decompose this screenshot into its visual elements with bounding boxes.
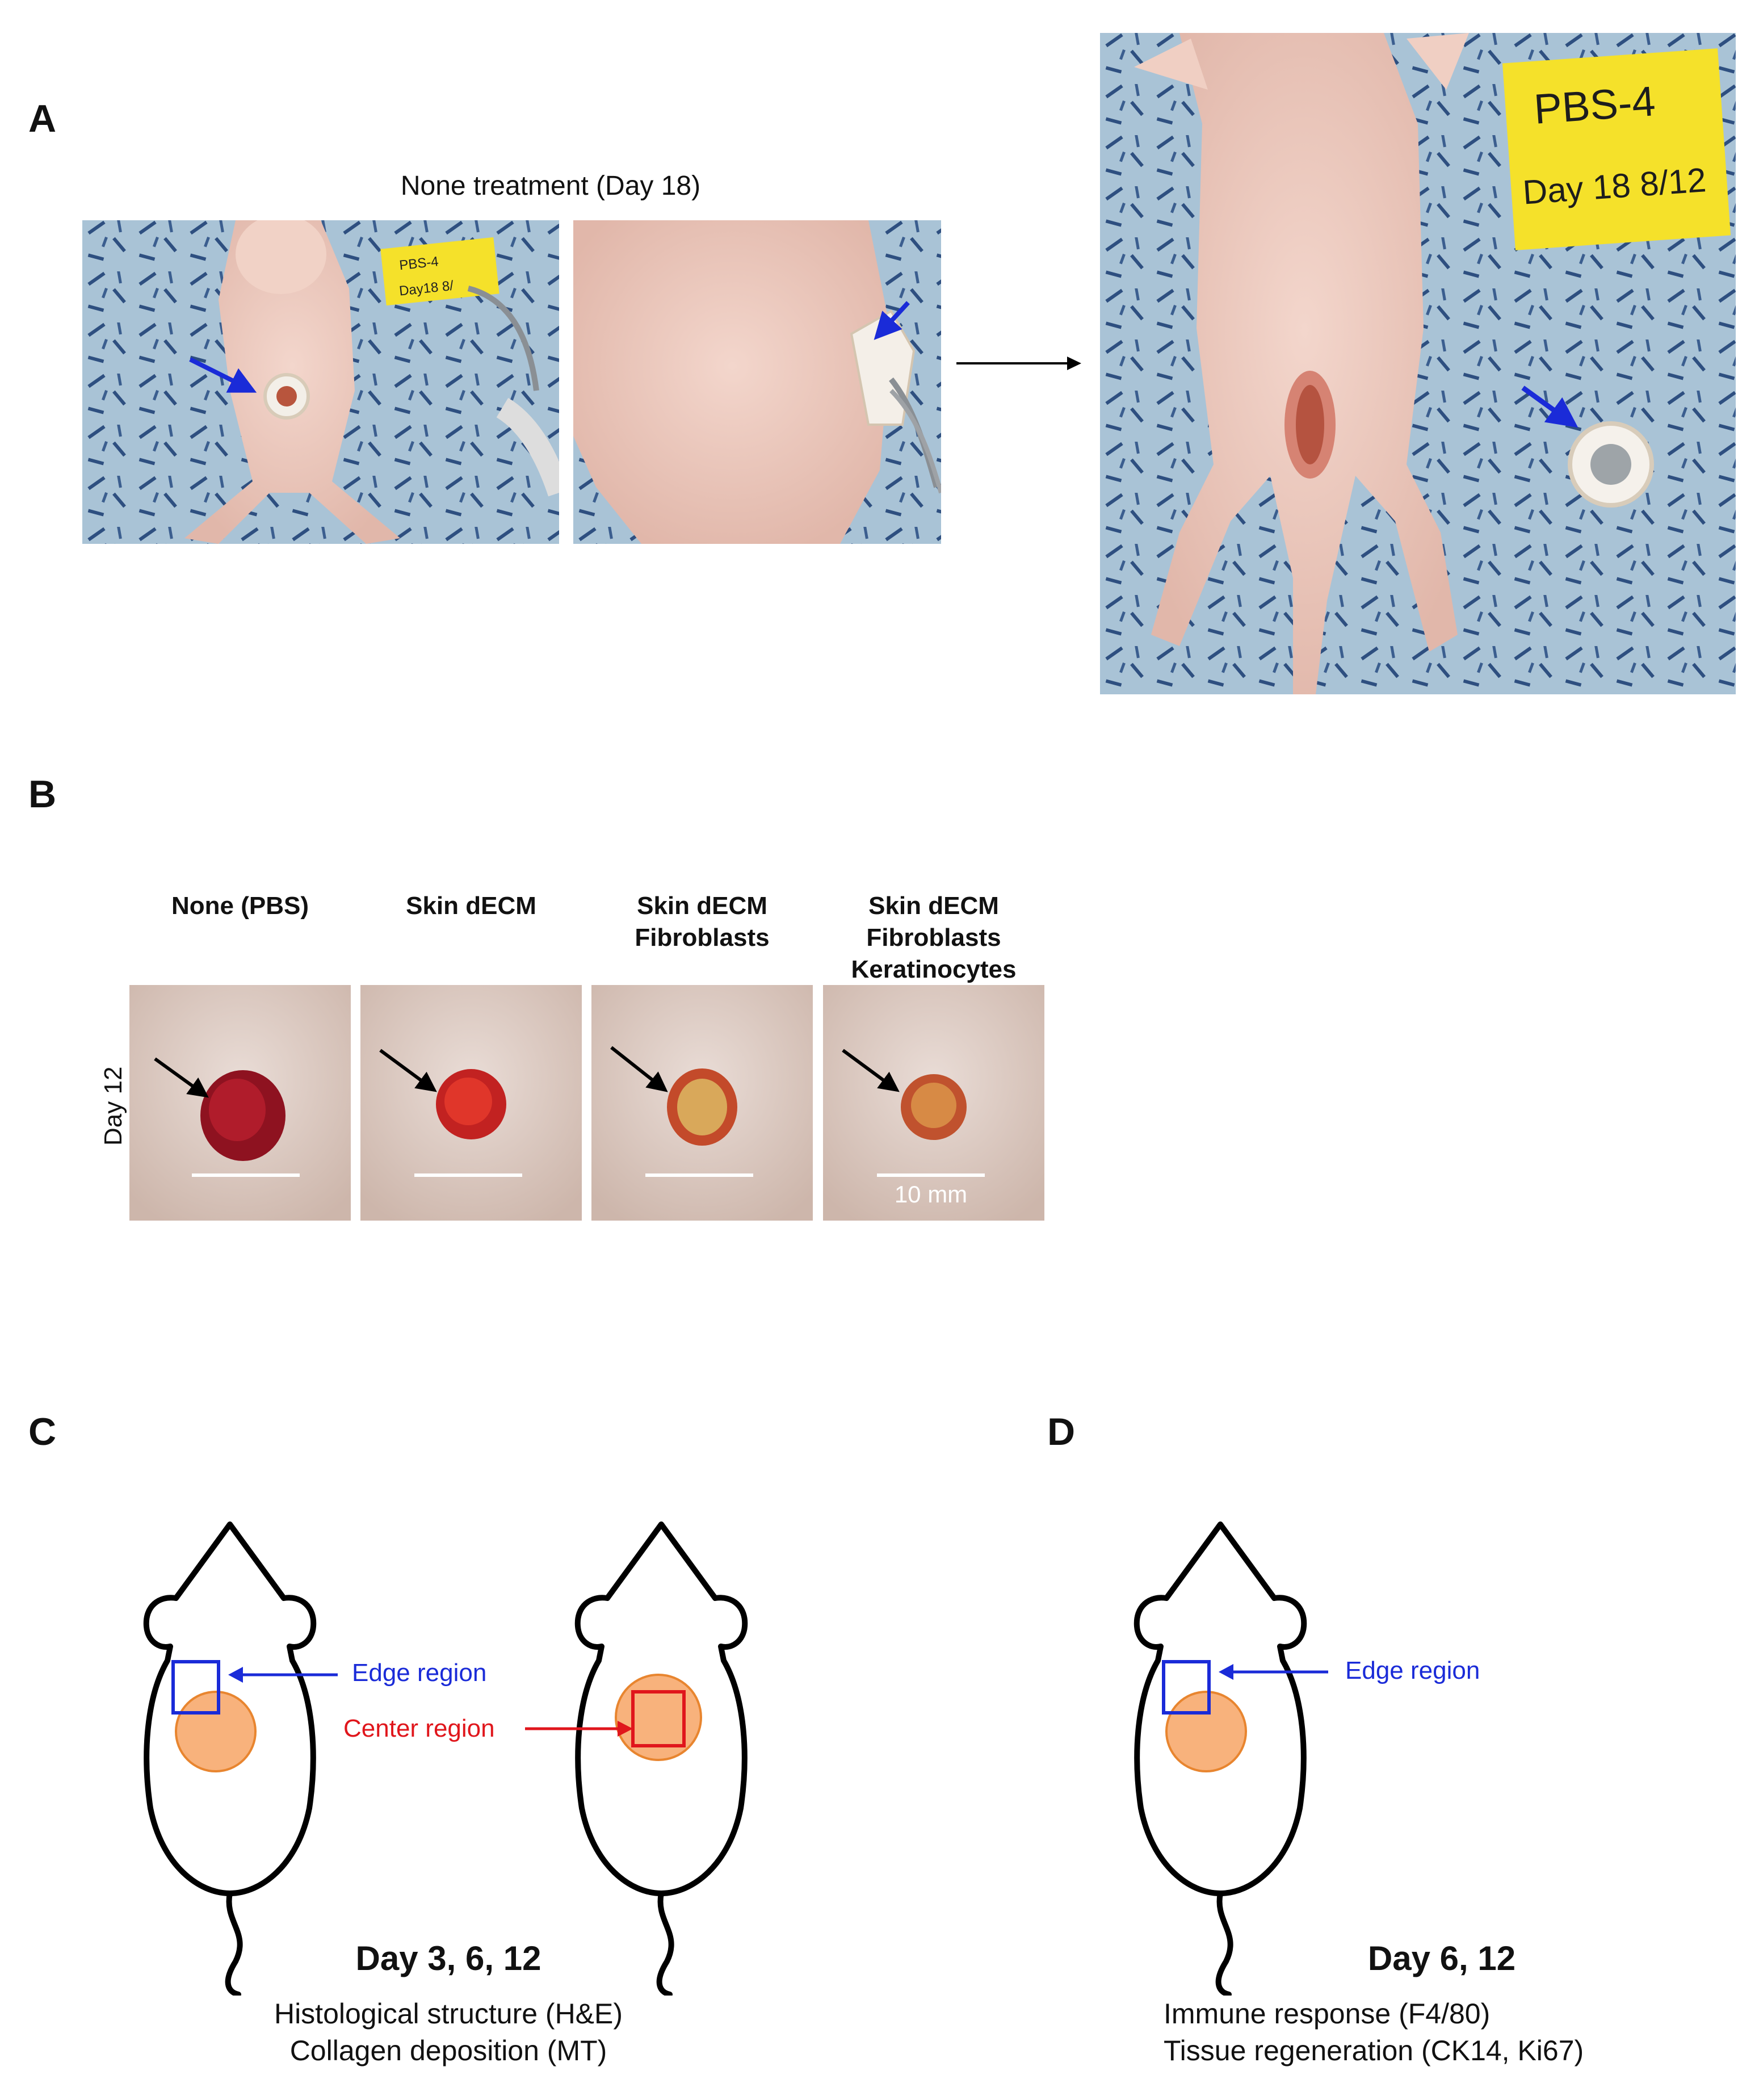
wound-circle	[175, 1691, 257, 1772]
edge-region-box	[1162, 1660, 1211, 1715]
blue-arrow	[874, 301, 910, 340]
edge-arrow-c	[228, 1667, 338, 1683]
panel-letter-a: A	[28, 97, 57, 140]
black-arrow	[610, 1046, 668, 1092]
wound-photo-decm-fibro-kerat: 10 mm	[823, 985, 1044, 1221]
column-header-4: Skin dECM Fibroblasts Keratinocytes	[823, 890, 1044, 986]
panel-letter-b: B	[28, 773, 57, 816]
col1-line3: None (PBS)	[171, 892, 309, 920]
panel-d-desc-2: Tissue regeneration (CK14, Ki67)	[1164, 2035, 1584, 2067]
wound-photo-decm-fibroblasts	[591, 985, 813, 1221]
center-region-label: Center region	[343, 1715, 495, 1742]
col3-line2: Skin dECM	[637, 892, 767, 920]
scale-bar-label: 10 mm	[894, 1181, 968, 1208]
panel-c-desc-2: Collagen deposition (MT)	[289, 2035, 607, 2067]
edge-arrow-d	[1219, 1664, 1328, 1680]
edge-region-label-c: Edge region	[352, 1659, 487, 1687]
panel-d-day-title: Day 6, 12	[1367, 1939, 1516, 1977]
tag-text-3: PBS-4	[1533, 77, 1657, 133]
panel-c-day-title: Day 3, 6, 12	[355, 1939, 541, 1977]
edge-region-box	[171, 1660, 220, 1715]
col4-line2: Fibroblasts	[866, 924, 1001, 952]
black-arrow	[379, 1049, 437, 1092]
photo-mouse-day18-ring-removed: PBS-4 Day 18 8/12	[1100, 33, 1736, 694]
panel-letter-d: D	[1047, 1410, 1076, 1453]
wound-photo-skin-decm	[360, 985, 582, 1221]
wound-circle	[615, 1674, 702, 1761]
photo-mouse-with-ring: PBS-4 Day18 8/	[82, 220, 559, 544]
column-header-1: None (PBS)	[129, 890, 351, 922]
wound-circle	[1165, 1691, 1247, 1772]
panel-d-desc-1: Immune response (F4/80)	[1164, 1998, 1491, 2030]
black-arrow	[154, 1057, 209, 1098]
panel-c-desc-1: Histological structure (H&E)	[274, 1998, 623, 2030]
center-arrow	[525, 1721, 633, 1737]
blue-arrow	[189, 357, 257, 393]
edge-region-label-d: Edge region	[1345, 1657, 1480, 1684]
panel-letter-c: C	[28, 1410, 57, 1453]
mouse-diagram-center	[574, 1521, 748, 1996]
row-label-day12: Day 12	[99, 1066, 127, 1146]
panel-a-caption: None treatment (Day 18)	[400, 171, 701, 201]
col3-line3: Fibroblasts	[635, 924, 770, 952]
col2-line3: Skin dECM	[406, 892, 536, 920]
black-arrow	[842, 1049, 900, 1092]
center-region-box	[631, 1690, 686, 1747]
column-header-3: Skin dECM Fibroblasts	[591, 890, 813, 954]
transition-arrow	[956, 357, 1081, 370]
column-header-2: Skin dECM	[360, 890, 582, 922]
wound-photo-none	[129, 985, 351, 1221]
col4-line3: Keratinocytes	[851, 955, 1017, 983]
photo-mouse-side-view	[573, 220, 941, 544]
col4-line1: Skin dECM	[868, 892, 999, 920]
mouse-diagram-edge-d	[1134, 1521, 1307, 1996]
mouse-diagram-edge	[143, 1521, 317, 1996]
blue-arrow	[1521, 385, 1579, 428]
